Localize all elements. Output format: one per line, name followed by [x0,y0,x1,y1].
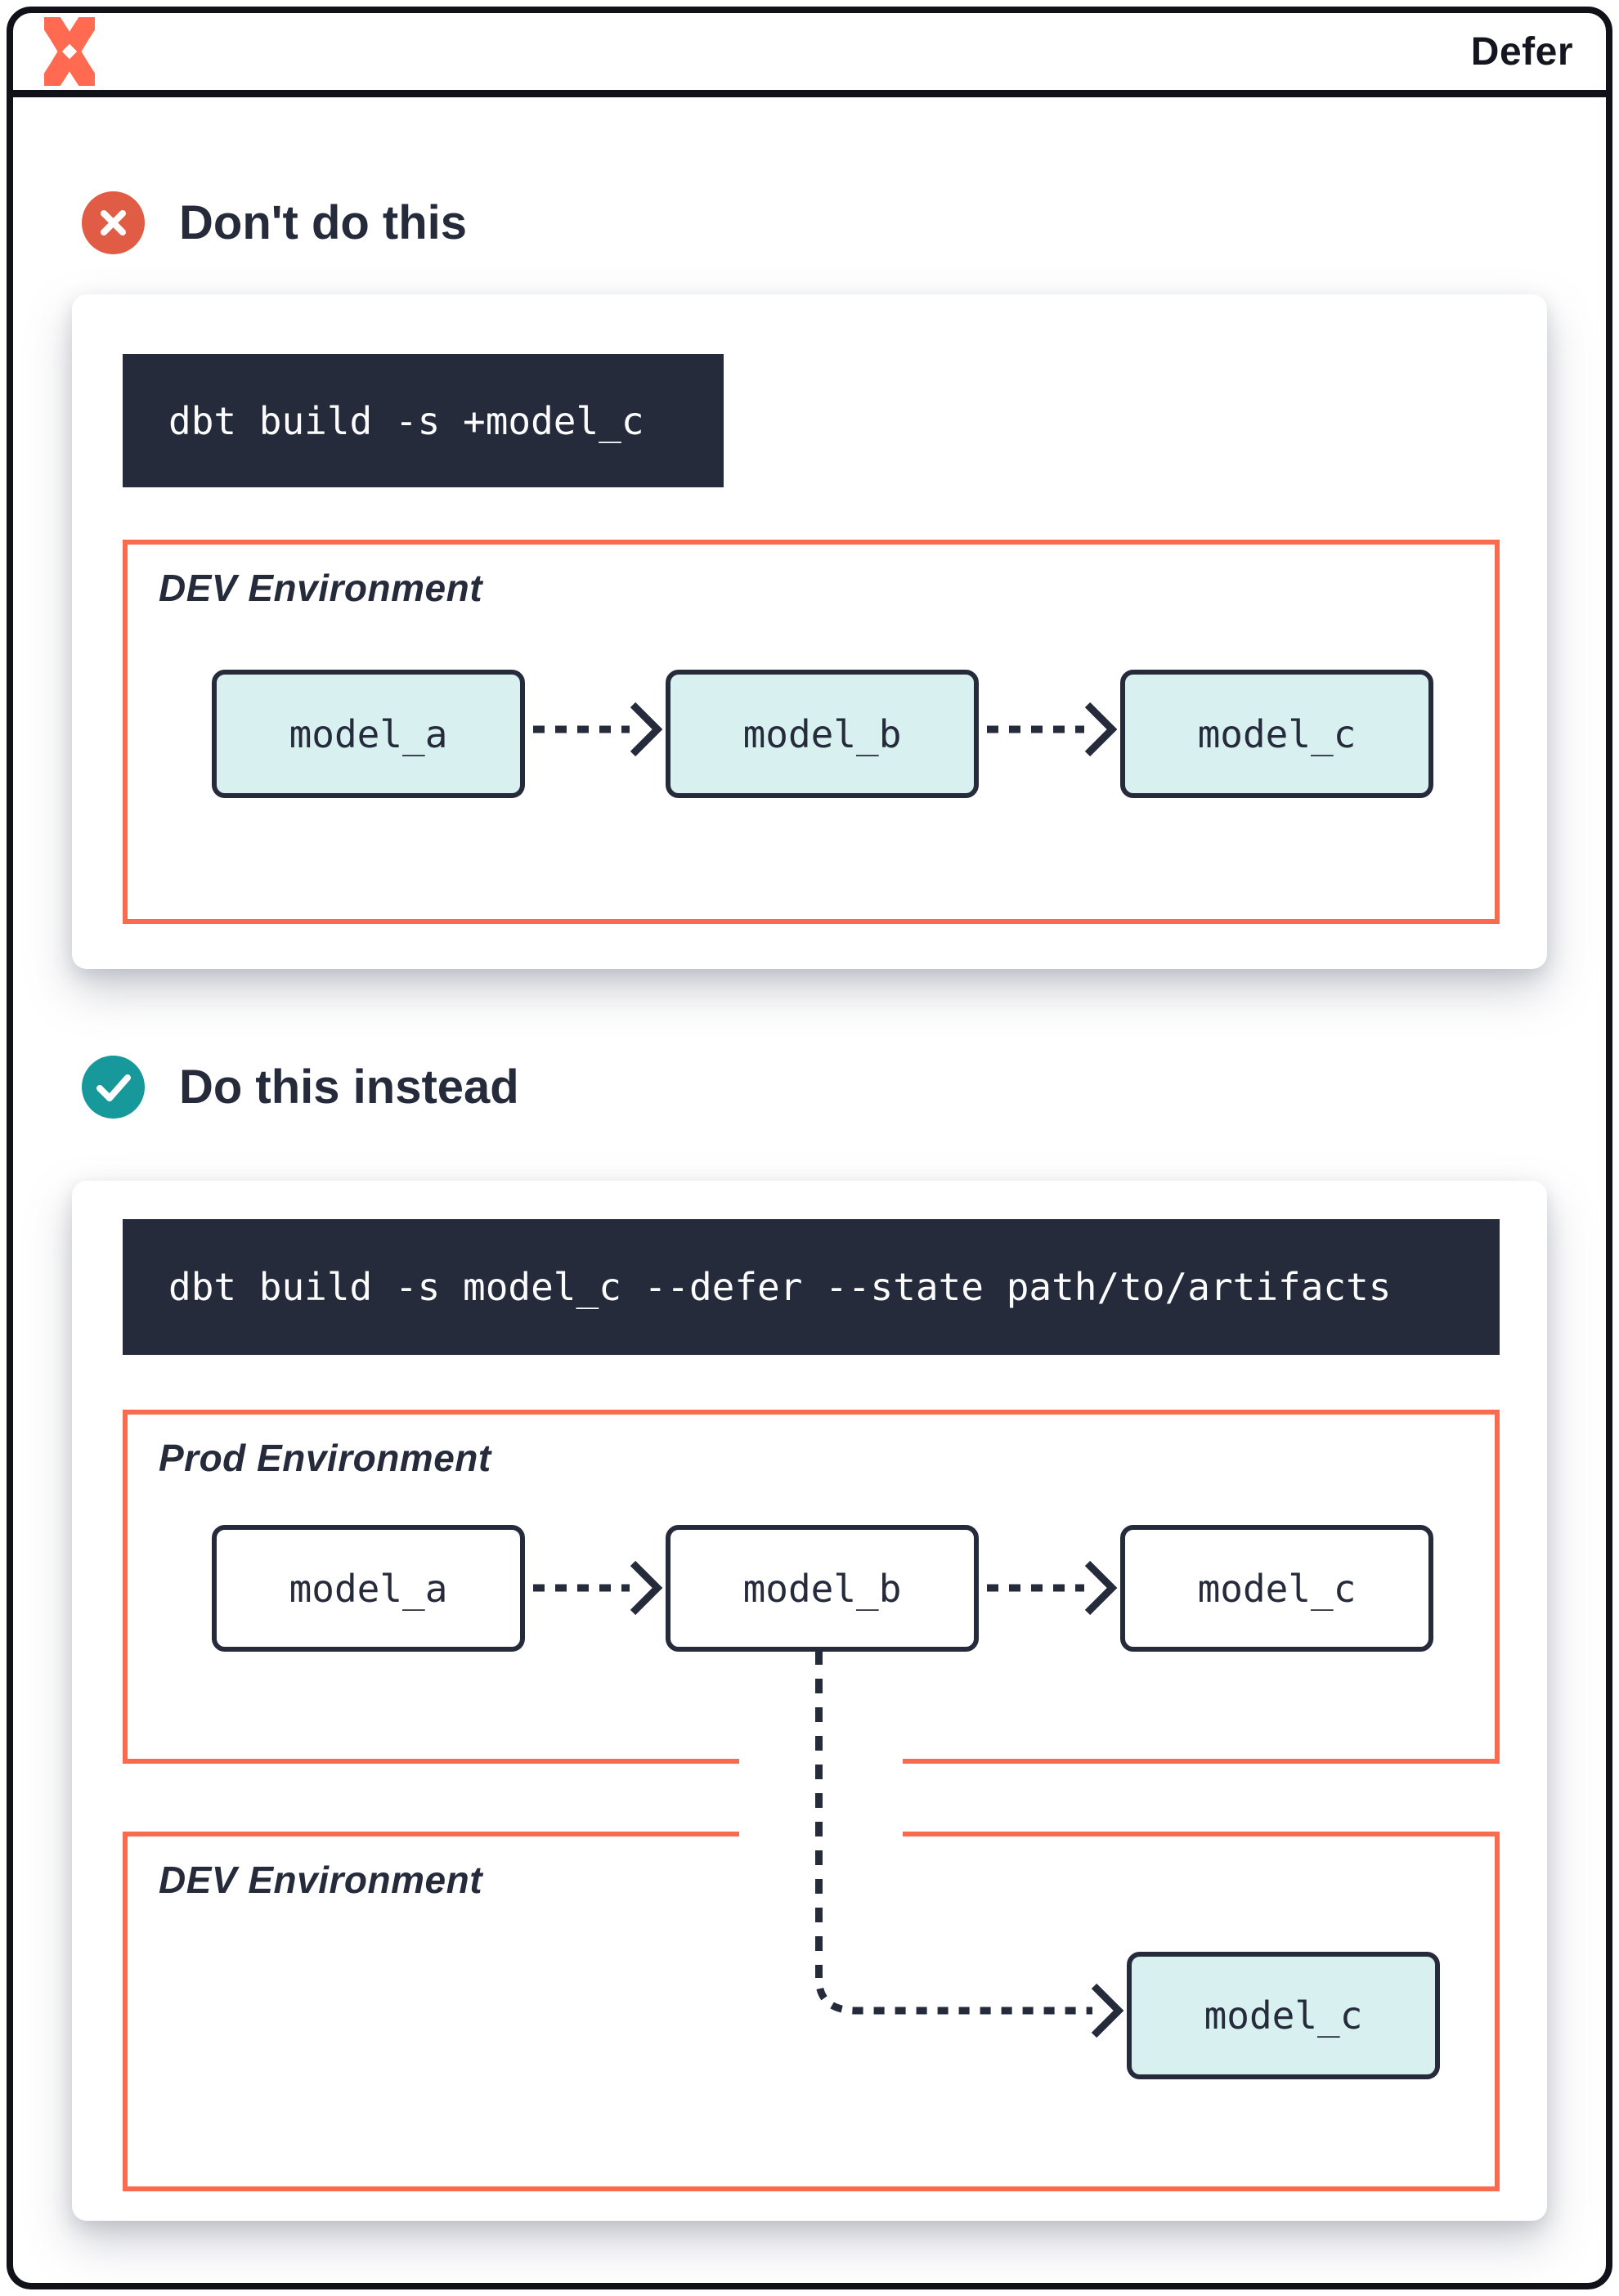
prod-environment-label: Prod Environment [159,1437,491,1479]
do-card: dbt build -s model_c --defer --state pat… [72,1181,1547,2221]
window-title: Defer [1470,29,1573,74]
title-bar: Defer [13,13,1606,97]
x-circle-icon [82,191,145,254]
prod-environment-box: Prod Environment model_a model_b model_c [123,1410,1500,1764]
dont-heading-text: Don't do this [179,195,468,249]
dont-card: dbt build -s +model_c DEV Environment mo… [72,294,1547,969]
do-section-heading: Do this instead [82,1051,519,1123]
model-node: model_c [1120,670,1433,798]
model-node: model_a [212,670,525,798]
dev-environment-label-2: DEV Environment [159,1859,483,1901]
dev-environment-box-2: DEV Environment model_c [123,1832,1500,2191]
dont-section-heading: Don't do this [82,186,467,258]
dev-environment-label-1: DEV Environment [159,567,483,609]
model-node: model_b [666,1525,979,1652]
dev-environment-box-1: DEV Environment model_a model_b model_c [123,540,1500,924]
deferred-model-node: model_c [1127,1952,1440,2079]
border-gap [739,1754,903,1767]
dont-code-block: dbt build -s +model_c [123,354,724,487]
check-circle-icon [82,1055,145,1119]
model-node: model_a [212,1525,525,1652]
do-code-block: dbt build -s model_c --defer --state pat… [123,1219,1500,1355]
model-node: model_c [1120,1525,1433,1652]
do-heading-text: Do this instead [179,1060,519,1114]
model-node: model_b [666,670,979,798]
border-gap [739,1827,903,1841]
dbt-logo-icon [42,13,97,90]
